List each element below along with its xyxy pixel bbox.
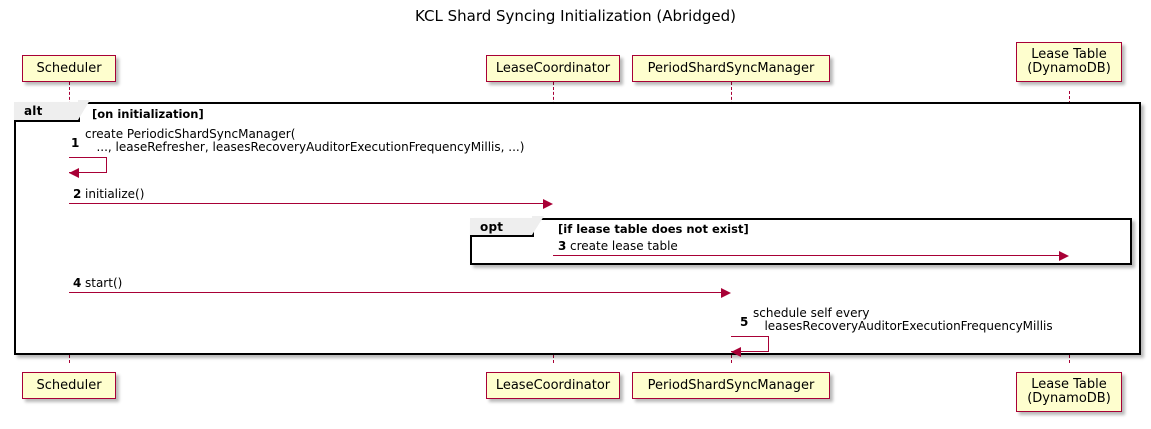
message-1-arrowhead — [69, 168, 79, 178]
fragment-opt-operator-label: opt — [470, 216, 544, 237]
message-1-label-line2: ..., leaseRefresher, leasesRecoveryAudit… — [85, 140, 525, 154]
participant-scheduler-top[interactable]: Scheduler — [22, 55, 116, 82]
message-4-label: start() — [85, 276, 123, 290]
message-2-arrowhead — [543, 199, 553, 209]
message-1-label-line1: create PeriodicShardSyncManager( — [85, 127, 296, 141]
message-2-sequence-number: 2 — [73, 187, 82, 201]
fragment-opt-corner-icon — [532, 216, 544, 235]
participant-scheduler-bottom[interactable]: Scheduler — [22, 372, 116, 399]
message-5-self-loop — [731, 336, 769, 352]
message-5-label-line1: schedule self every — [753, 306, 870, 320]
message-3-sequence-number: 3 — [558, 239, 567, 253]
message-3-label: create lease table — [570, 239, 678, 253]
fragment-alt-condition: [on initialization] — [92, 107, 204, 121]
fragment-alt-operator-text: alt — [24, 104, 43, 118]
participant-periodshardsyncmanager-top[interactable]: PeriodShardSyncManager — [632, 55, 830, 82]
message-4-sequence-number: 4 — [73, 276, 82, 290]
message-3-arrowhead — [1059, 251, 1069, 261]
message-5-label-line2: leasesRecoveryAuditorExecutionFrequencyM… — [753, 319, 1053, 333]
participant-leasetable-top[interactable]: Lease Table (DynamoDB) — [1016, 42, 1122, 82]
message-5-arrowhead — [731, 347, 741, 357]
message-4-arrowhead — [721, 288, 731, 298]
participant-leasecoordinator-top[interactable]: LeaseCoordinator — [486, 55, 620, 82]
message-1-sequence-number: 1 — [71, 136, 80, 150]
message-2-label: initialize() — [85, 187, 145, 201]
message-5-sequence-number: 5 — [740, 315, 749, 329]
page-title: KCL Shard Syncing Initialization (Abridg… — [415, 7, 736, 25]
participant-leasetable-bottom[interactable]: Lease Table (DynamoDB) — [1016, 372, 1122, 412]
fragment-opt-operator-text: opt — [480, 219, 504, 234]
fragment-opt-condition: [if lease table does not exist] — [558, 222, 749, 236]
message-1-self-loop — [69, 157, 107, 173]
message-4-line — [69, 292, 722, 293]
fragment-opt — [470, 218, 1132, 265]
participant-leasecoordinator-bottom[interactable]: LeaseCoordinator — [486, 372, 620, 399]
fragment-alt-operator-label: alt — [14, 100, 90, 122]
participant-periodshardsyncmanager-bottom[interactable]: PeriodShardSyncManager — [632, 372, 830, 399]
message-3-line — [553, 255, 1060, 256]
message-2-line — [69, 203, 544, 204]
fragment-alt-corner-icon — [78, 100, 90, 120]
